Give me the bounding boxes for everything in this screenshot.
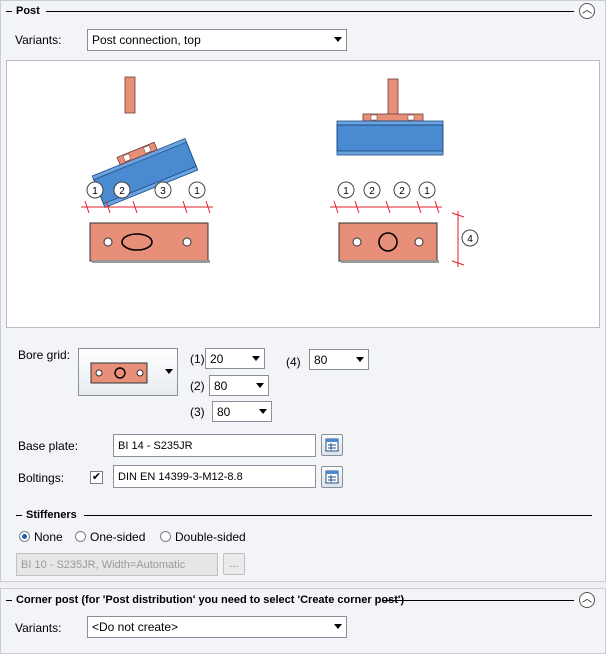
base-plate-browse-button[interactable] [321, 434, 343, 456]
corner-variants-select[interactable]: <Do not create> [87, 616, 347, 638]
stiffener-field: BI 10 - S235JR, Width=Automatic [16, 553, 218, 576]
right-bore-plate [338, 222, 439, 263]
left-dim-marker-4: 1 [194, 186, 200, 197]
bore-p1-label: (1) [190, 352, 205, 366]
collapse-up-icon: ︿ [582, 5, 592, 16]
bore-p2-label: (2) [190, 379, 205, 393]
checkmark-icon: ✔ [91, 471, 102, 483]
post-section-title: Post [16, 5, 40, 17]
right-dim-marker-4: 1 [424, 186, 430, 197]
bore-p4-select[interactable]: 80 [309, 349, 369, 370]
left-dim-marker-1: 1 [92, 186, 98, 197]
boltings-label: Boltings: [18, 471, 65, 485]
right-dimension-line [330, 200, 465, 267]
stiffener-one-sided-label: One-sided [90, 530, 146, 544]
boltings-checkbox[interactable]: ✔ [90, 471, 103, 484]
stiffener-double-sided-label: Double-sided [175, 530, 246, 544]
chevron-down-icon [259, 409, 267, 414]
left-dim-markers: 1 2 3 1 [86, 181, 206, 199]
chevron-down-icon [165, 369, 173, 374]
right-dim-markers: 1 2 2 1 4 [337, 181, 479, 247]
bore-p3-label: (3) [190, 405, 205, 419]
stiffeners-title: Stiffeners [26, 509, 77, 521]
collapse-up-icon: ︿ [582, 594, 592, 605]
boltings-browse-button[interactable] [321, 466, 343, 488]
post-section-header: Post [6, 4, 40, 18]
corner-post-title: Corner post (for 'Post distribution' you… [16, 594, 405, 606]
post-section-divider [46, 11, 574, 12]
corner-post-collapse-button[interactable]: ︿ [579, 592, 595, 608]
left-dimension-line [81, 200, 213, 214]
stiffener-browse-button: ... [223, 553, 245, 575]
corner-post-divider [382, 600, 574, 601]
post-collapse-button[interactable]: ︿ [579, 3, 595, 19]
bore-grid-label: Bore grid: [18, 348, 71, 362]
corner-post-header: Corner post (for 'Post distribution' you… [6, 593, 404, 607]
bore-p1-select[interactable]: 20 [205, 348, 265, 369]
bore-p4-label: (4) [286, 355, 301, 369]
left-dim-marker-3: 3 [160, 186, 166, 197]
left-dim-marker-2: 2 [119, 186, 125, 197]
bore-grid-preview-icon [90, 362, 148, 384]
horizontal-beam-post [336, 78, 444, 156]
chevron-down-icon [256, 383, 264, 388]
chevron-down-icon [334, 37, 342, 42]
stiffener-double-sided-radio[interactable] [160, 531, 171, 542]
catalog-browse-icon [325, 438, 339, 452]
connection-diagram: 1 2 3 1 1 2 [81, 76, 479, 267]
corner-variants-label: Variants: [15, 621, 62, 635]
right-dim-marker-1: 1 [343, 186, 349, 197]
post-variants-select[interactable]: Post connection, top [87, 29, 347, 51]
right-dim-marker-3: 2 [399, 186, 405, 197]
stiffener-one-sided-radio[interactable] [75, 531, 86, 542]
connection-preview: 1 2 3 1 1 2 [6, 60, 600, 328]
catalog-browse-icon [325, 470, 339, 484]
chevron-down-icon [252, 356, 260, 361]
bore-p3-select[interactable]: 80 [212, 401, 272, 422]
base-plate-label: Base plate: [18, 439, 79, 453]
stiffeners-header: Stiffeners [16, 508, 77, 522]
side-dim-marker: 4 [467, 234, 473, 245]
stiffeners-divider [84, 515, 592, 516]
bore-p2-select[interactable]: 80 [209, 375, 269, 396]
right-dim-marker-2: 2 [369, 186, 375, 197]
bore-grid-selector[interactable] [78, 348, 178, 396]
stiffener-none-radio[interactable] [19, 531, 30, 542]
chevron-down-icon [334, 624, 342, 629]
tilted-beam-post [91, 76, 199, 209]
base-plate-field[interactable]: BI 14 - S235JR [113, 434, 316, 457]
left-bore-plate [89, 222, 210, 263]
post-variants-label: Variants: [15, 33, 62, 47]
chevron-down-icon [356, 357, 364, 362]
boltings-field[interactable]: DIN EN 14399-3-M12-8.8 [113, 465, 316, 488]
stiffener-none-label: None [34, 530, 63, 544]
